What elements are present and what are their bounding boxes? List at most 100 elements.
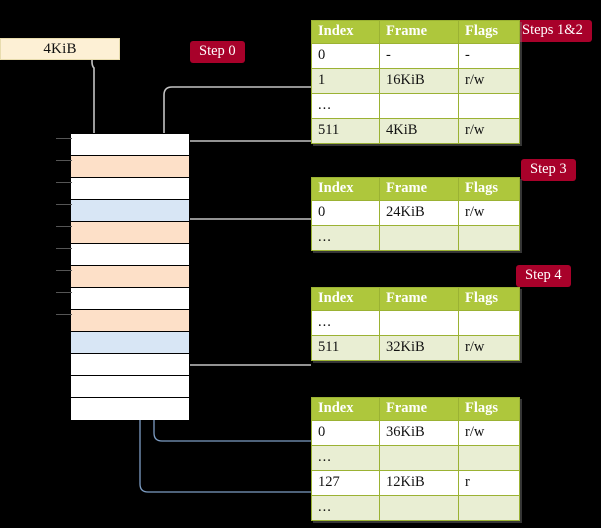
memory-row	[71, 310, 189, 332]
cell-index: 1	[311, 68, 380, 94]
cell-frame: 24KiB	[379, 200, 459, 226]
cell-flags: r/w	[458, 200, 520, 226]
memory-tick	[56, 182, 72, 183]
memory-tick	[56, 270, 72, 271]
cell-index: ...	[311, 93, 380, 119]
physical-memory-column	[70, 133, 190, 420]
source-size-box: 4KiB	[0, 38, 120, 60]
column-header-frame: Frame	[379, 397, 459, 421]
cell-frame: 12KiB	[379, 470, 459, 496]
memory-row	[71, 354, 189, 376]
cell-frame: -	[379, 43, 459, 69]
cell-index: ...	[311, 225, 380, 251]
column-header-index: Index	[311, 20, 380, 44]
column-header-flags: Flags	[458, 20, 520, 44]
column-header-frame: Frame	[379, 177, 459, 201]
cell-flags: r/w	[458, 118, 520, 144]
column-header-index: Index	[311, 287, 380, 311]
cell-index: 511	[311, 118, 380, 144]
memory-row	[71, 376, 189, 398]
connector-l0-511-to-memory	[163, 86, 311, 154]
memory-tick	[56, 314, 72, 315]
cell-index: 127	[311, 470, 380, 496]
cell-index: 511	[311, 335, 380, 361]
connector-memory-to-l0-table	[177, 140, 311, 156]
cell-flags	[458, 495, 520, 521]
cell-flags: r/w	[458, 420, 520, 446]
memory-row	[71, 156, 189, 178]
step-badge-step-0: Step 0	[190, 41, 245, 63]
cell-flags: r/w	[458, 68, 520, 94]
cell-index: 0	[311, 200, 380, 226]
cell-flags	[458, 225, 520, 251]
memory-row	[71, 134, 189, 156]
step-badge-step-3: Step 3	[521, 159, 576, 181]
connector-memory-to-l1-table	[177, 218, 311, 266]
cell-frame: 16KiB	[379, 68, 459, 94]
memory-row	[71, 244, 189, 266]
memory-row	[71, 222, 189, 244]
memory-row	[71, 398, 189, 420]
memory-row	[71, 266, 189, 288]
cell-frame	[379, 93, 459, 119]
cell-frame: 36KiB	[379, 420, 459, 446]
cell-flags	[458, 93, 520, 119]
step-badge-step-4: Step 4	[516, 265, 571, 287]
cell-index: 0	[311, 420, 380, 446]
memory-tick	[56, 204, 72, 205]
memory-row	[71, 288, 189, 310]
cell-flags	[458, 445, 520, 471]
cell-index: ...	[311, 495, 380, 521]
table-row: ...	[311, 93, 520, 119]
step-badge-steps-1-2: Steps 1&2	[513, 20, 592, 42]
memory-tick	[56, 160, 72, 161]
connector-l3-0-to-memory	[153, 326, 311, 442]
table-row: 0--	[311, 43, 520, 69]
cell-frame	[379, 225, 459, 251]
column-header-frame: Frame	[379, 287, 459, 311]
memory-row	[71, 178, 189, 200]
cell-flags	[458, 310, 520, 336]
column-header-flags: Flags	[458, 287, 520, 311]
cell-index: ...	[311, 445, 380, 471]
cell-frame: 4KiB	[379, 118, 459, 144]
memory-tick	[56, 248, 72, 249]
table-row: ...	[311, 225, 520, 251]
table-row: ...	[311, 495, 520, 521]
cell-flags: r/w	[458, 335, 520, 361]
cell-frame: 32KiB	[379, 335, 459, 361]
column-header-frame: Frame	[379, 20, 459, 44]
cell-flags: -	[458, 43, 520, 69]
connector-l3-127-to-memory	[139, 204, 311, 493]
table-row: ...	[311, 310, 520, 336]
column-header-index: Index	[311, 397, 380, 421]
cell-frame	[379, 310, 459, 336]
cell-index: 0	[311, 43, 380, 69]
column-header-index: Index	[311, 177, 380, 201]
source-size-label: 4KiB	[43, 40, 77, 57]
memory-tick	[56, 292, 72, 293]
cell-flags: r	[458, 470, 520, 496]
memory-row	[71, 332, 189, 354]
cell-frame	[379, 495, 459, 521]
column-header-flags: Flags	[458, 397, 520, 421]
column-header-flags: Flags	[458, 177, 520, 201]
connector-4kib-to-frame	[91, 60, 101, 156]
memory-tick	[56, 138, 72, 139]
memory-tick	[56, 226, 72, 227]
